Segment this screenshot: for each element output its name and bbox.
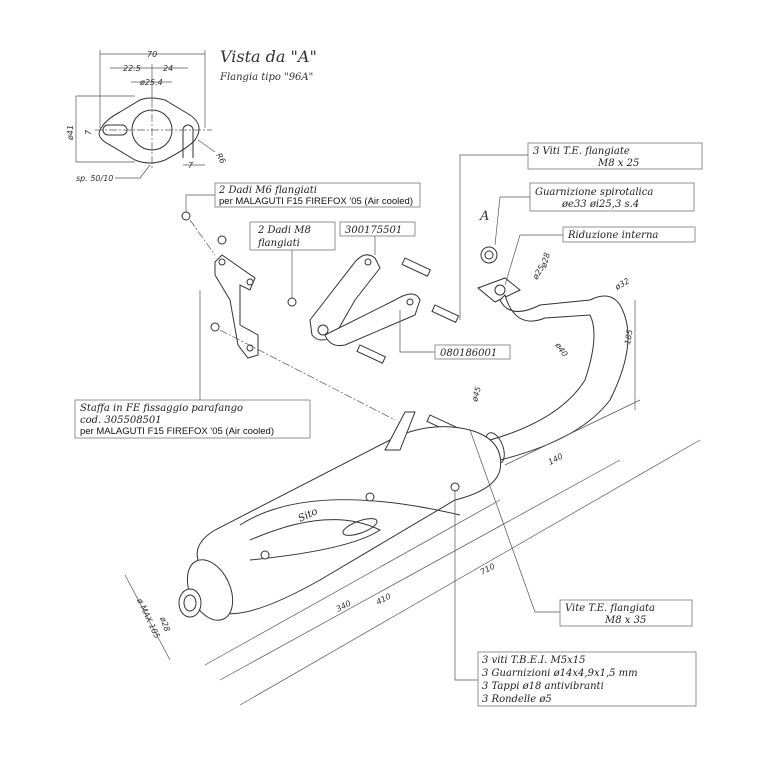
callout-reduction: Riduzione interna (562, 226, 696, 243)
dim-thickness: sp. 50/10 (76, 174, 113, 183)
label-line: 2 Dadi M8 (257, 225, 311, 236)
callout-screws-m8x25: 3 Viti T.E. flangiate M8 x 25 (527, 142, 703, 170)
label-line: øe33 øi25,3 s.4 (561, 199, 639, 210)
callout-nuts-m6: 2 Dadi M6 flangiati per MALAGUTI F15 FIR… (214, 182, 421, 208)
label-line: M8 x 35 (604, 615, 646, 626)
label-line: flangiati (257, 238, 300, 249)
dim-radius: R6 (214, 152, 227, 166)
label-line: Guarnizione spirotalica (535, 187, 653, 198)
label-line: Vite T.E. flangiata (565, 603, 655, 614)
dim-slot2: 7 (188, 161, 194, 170)
dim-140: 140 (547, 452, 565, 467)
callout-kit: 3 viti T.B.E.I. M5x15 3 Guarnizioni ø14x… (477, 651, 697, 707)
dim-dmax: ø MAX 105 (135, 596, 162, 640)
dim-d40: ø40 (553, 340, 570, 358)
label-line: cod. 305508501 (80, 415, 162, 426)
dim-710: 710 (479, 562, 497, 577)
dim-340: 340 (335, 599, 353, 614)
label-line: 3 Viti T.E. flangiate (533, 146, 630, 157)
label-line: per MALAGUTI F15 FIREFOX '05 (Air cooled… (219, 196, 413, 207)
label-line: 3 Rondelle ø5 (482, 694, 552, 705)
dim-410: 410 (375, 592, 393, 607)
label-line: 3 viti T.B.E.I. M5x15 (482, 655, 585, 666)
dim-width: 70 (147, 50, 157, 59)
label-line: Riduzione interna (567, 230, 658, 241)
label-line: per MALAGUTI F15 FIREFOX '05 (Air cooled… (80, 426, 274, 437)
muffler: Sito (178, 411, 502, 621)
spiral-gasket (480, 246, 498, 264)
callout-staffa: Staffa in FE fissaggio parafango cod. 30… (74, 399, 311, 439)
label-line: M8 x 25 (597, 158, 639, 169)
view-marker-a: A (479, 209, 489, 224)
bracket-300175501 (287, 254, 460, 435)
fender-bracket (181, 211, 396, 421)
view-subtitle: Flangia tipo "96A" (219, 72, 313, 83)
leader-lines (185, 154, 563, 681)
dim-slot: 7 (84, 129, 93, 135)
label-line: 300175501 (345, 225, 402, 236)
dim-d28-out: ø28 (158, 615, 172, 633)
dim-right: 24 (163, 64, 173, 73)
dim-d45: ø45 (470, 386, 483, 404)
dim-height: ø41 (66, 125, 75, 141)
dim-185: 185 (623, 329, 635, 346)
view-title: Vista da "A" (220, 47, 317, 66)
dim-d28-top: ø28 (539, 252, 552, 270)
label-line: 080186001 (440, 348, 497, 359)
label-line: 3 Guarnizioni ø14x4,9x1,5 mm (482, 668, 638, 679)
label-line: 3 Tappi ø18 antivibranti (482, 681, 604, 692)
dim-bore: ø25.4 (139, 78, 163, 87)
label-line: Staffa in FE fissaggio parafango (80, 403, 243, 414)
callout-screw-m8x35: Vite T.E. flangiata M8 x 35 (559, 599, 693, 627)
flange-view: 70 22.5 24 ø25.4 ø41 7 7 R6 sp. 50/10 Vi… (66, 47, 317, 183)
flange-outline (98, 97, 200, 164)
label-line: 2 Dadi M6 flangiati (218, 185, 317, 196)
callout-080186001: 080186001 (434, 344, 511, 360)
callout-300175501: 300175501 (339, 221, 416, 237)
dim-d32: ø32 (613, 276, 631, 292)
callout-nuts-m8: 2 Dadi M8 flangiati (249, 221, 336, 251)
callout-gasket: Guarnizione spirotalica øe33 øi25,3 s.4 (529, 182, 695, 212)
dim-left: 22.5 (123, 64, 141, 73)
